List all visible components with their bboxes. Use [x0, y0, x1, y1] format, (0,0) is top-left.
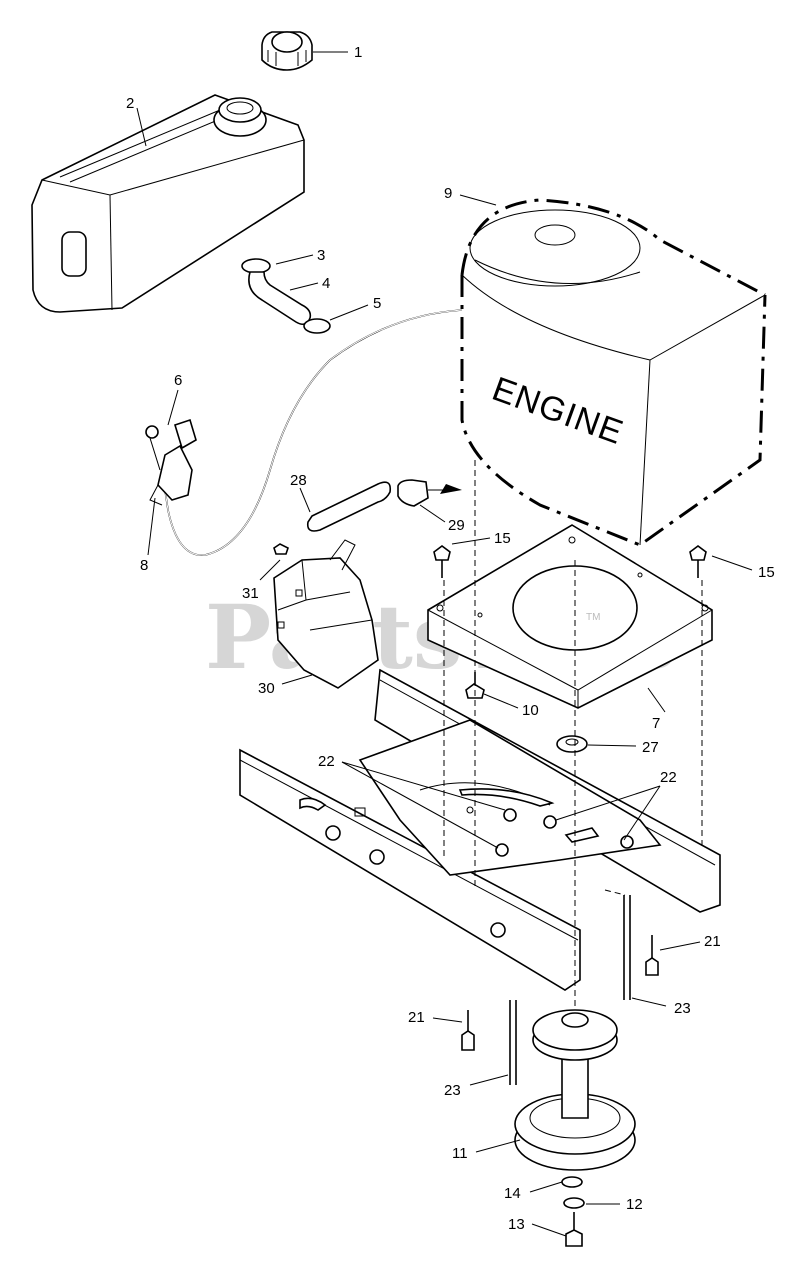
bolt-21-left — [461, 1010, 475, 1051]
callout-4: 4 — [322, 275, 330, 292]
throttle-cable — [164, 309, 463, 556]
leader-lines — [136, 51, 753, 1237]
callout-7: 7 — [652, 715, 660, 732]
callout-23-left: 23 — [444, 1082, 461, 1099]
chassis-frame — [239, 668, 721, 991]
fuel-hose-and-clamps — [241, 258, 331, 334]
callout-21-right: 21 — [704, 933, 721, 950]
fuel-hose-28 — [306, 481, 392, 532]
callout-28: 28 — [290, 472, 307, 489]
fuel-cap — [261, 31, 313, 71]
callout-3: 3 — [317, 247, 325, 264]
throttle-control — [145, 418, 197, 506]
callout-14: 14 — [504, 1185, 521, 1202]
fuel-tank — [31, 94, 305, 313]
callout-labels: 1 2 3 4 5 6 7 8 9 10 11 12 13 14 15 15 2… — [126, 44, 775, 1233]
callout-22-right: 22 — [660, 769, 677, 786]
callout-6: 6 — [174, 372, 182, 389]
callout-10: 10 — [522, 702, 539, 719]
pulley-11 — [514, 1009, 636, 1171]
alignment-lines — [443, 460, 703, 1010]
screw-31 — [273, 543, 289, 555]
trademark-text: TM — [586, 612, 600, 623]
callout-11: 11 — [452, 1145, 468, 1162]
callout-12: 12 — [626, 1196, 643, 1213]
callout-15-left: 15 — [494, 530, 511, 547]
washer-14 — [561, 1176, 583, 1188]
fuel-fitting-29 — [397, 479, 462, 507]
spacer-27 — [556, 735, 588, 753]
callout-23-right: 23 — [674, 1000, 691, 1017]
engine-label: ENGINE — [487, 370, 628, 452]
callout-29: 29 — [448, 517, 465, 534]
bolt-23-right — [623, 895, 631, 1000]
bolt-15-left — [433, 545, 451, 578]
callout-27: 27 — [642, 739, 659, 756]
callout-1: 1 — [354, 44, 362, 61]
callout-21-left: 21 — [408, 1009, 425, 1026]
callout-5: 5 — [373, 295, 381, 312]
callout-8: 8 — [140, 557, 148, 574]
bolt-13 — [565, 1212, 583, 1247]
callout-13: 13 — [508, 1216, 525, 1233]
heat-shield-30 — [273, 539, 379, 689]
bolt-15-right — [689, 545, 707, 578]
callout-22-left: 22 — [318, 753, 335, 770]
bolt-21-right — [645, 935, 659, 976]
callout-2: 2 — [126, 95, 134, 112]
washer-12 — [563, 1197, 585, 1209]
engine-mount-plate: TM — [427, 524, 713, 709]
callout-9: 9 — [444, 185, 452, 202]
callout-15-right: 15 — [758, 564, 775, 581]
callout-31: 31 — [242, 585, 259, 602]
callout-30: 30 — [258, 680, 275, 697]
engine: ENGINE — [460, 198, 767, 547]
bolt-23-left — [509, 1000, 517, 1085]
